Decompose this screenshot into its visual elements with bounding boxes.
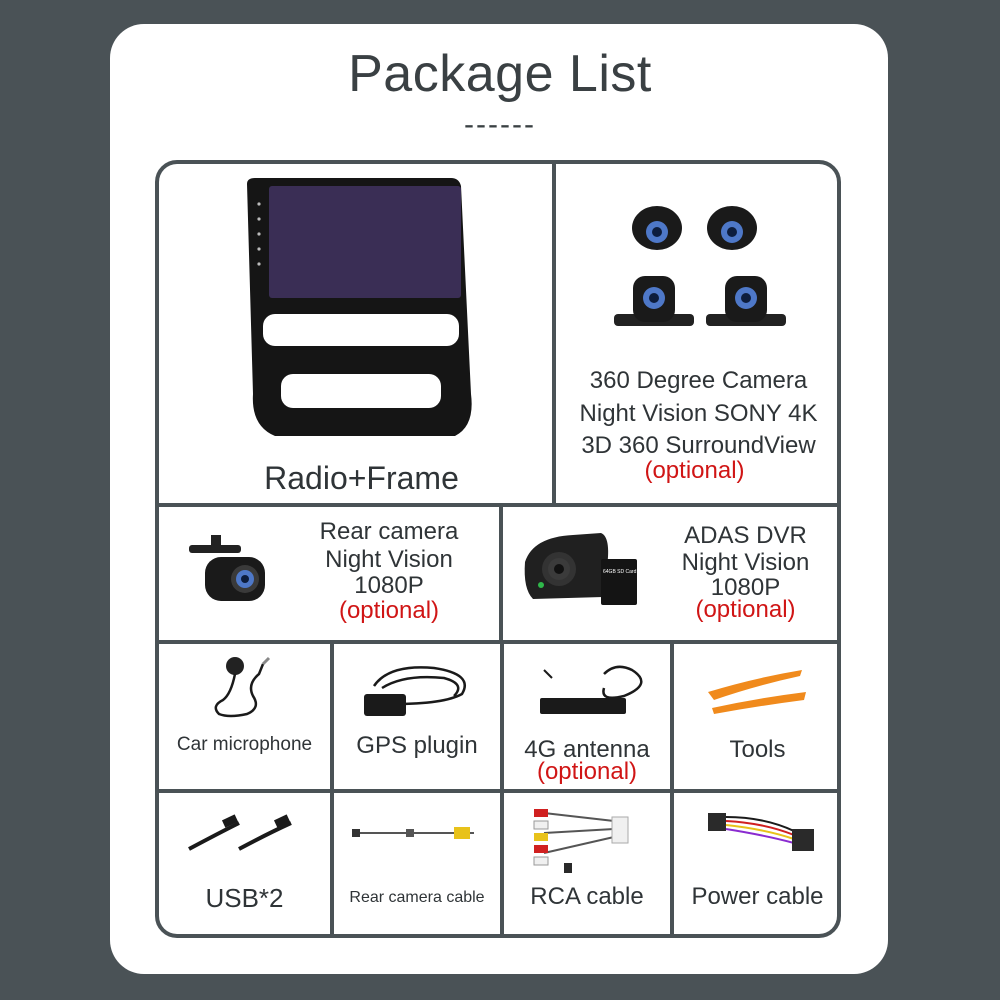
tools-image xyxy=(708,670,806,714)
4g-antenna-label: 4G antenna xyxy=(524,736,650,763)
rear-camera-optional: (optional) xyxy=(338,597,440,624)
radio-frame-image xyxy=(247,178,472,436)
gps-plugin-label: GPS plugin xyxy=(356,732,478,759)
rear-camera-line2: Night Vision xyxy=(325,546,453,573)
rear-camera-image xyxy=(189,535,265,601)
camera-360-image xyxy=(614,206,786,326)
4g-antenna-optional: (optional) xyxy=(536,758,638,785)
package-grid: Radio+Frame 360 Degree Camera xyxy=(155,160,841,938)
rca-cable-image xyxy=(533,809,629,873)
gps-image xyxy=(364,666,466,716)
adas-dvr-line1: ADAS DVR xyxy=(684,522,807,549)
item-360-camera: 360 Degree Camera Night Vision SONY 4K 3… xyxy=(556,164,837,503)
adas-dvr-line3: 1080P xyxy=(710,574,781,601)
usb-label: USB*2 xyxy=(205,883,284,913)
item-adas-dvr: 64GB SD Card ADAS DVR Night Vision 1080P… xyxy=(503,507,837,640)
item-power-cable: Power cable xyxy=(674,793,837,934)
camera-360-optional: (optional) xyxy=(644,457,745,484)
rear-camera-line1: Rear camera xyxy=(319,518,459,545)
radio-frame-label: Radio+Frame xyxy=(264,460,459,496)
item-rca-cable: RCA cable xyxy=(504,793,670,934)
rca-cable-label: RCA cable xyxy=(530,883,644,910)
dome-camera-icon xyxy=(632,206,682,250)
item-rear-camera: Rear camera Night Vision 1080P (optional… xyxy=(159,507,499,640)
antenna-image xyxy=(540,665,643,714)
tools-label: Tools xyxy=(729,736,786,763)
power-cable-image xyxy=(708,813,814,851)
rear-camera-cable-label: Rear camera cable xyxy=(349,889,485,906)
adas-dvr-image: 64GB SD Card xyxy=(524,533,637,605)
item-tools: Tools xyxy=(674,644,837,789)
page-title: Package List xyxy=(348,45,652,103)
item-4g-antenna: 4G antenna (optional) xyxy=(504,644,670,789)
adas-dvr-optional: (optional) xyxy=(695,596,796,623)
rear-camera-line3: 1080P xyxy=(354,572,424,599)
car-microphone-label: Car microphone xyxy=(176,734,313,755)
camera-360-line2: Night Vision SONY 4K xyxy=(579,400,818,427)
item-rear-camera-cable: Rear camera cable xyxy=(334,793,500,934)
camera-360-line1: 360 Degree Camera xyxy=(589,367,808,394)
rear-camera-cable-image xyxy=(352,827,474,839)
usb-cable-image xyxy=(188,814,292,851)
sd-card-text: 64GB SD Card xyxy=(603,569,637,575)
title-divider: ------ xyxy=(464,108,536,141)
item-radio-frame: Radio+Frame xyxy=(159,164,552,503)
item-gps-plugin: GPS plugin xyxy=(334,644,500,789)
microphone-image xyxy=(214,656,271,718)
item-usb: USB*2 xyxy=(159,793,330,934)
item-car-microphone: Car microphone xyxy=(159,644,330,789)
camera-360-line3: 3D 360 SurroundView xyxy=(581,432,816,459)
power-cable-label: Power cable xyxy=(691,883,824,910)
adas-dvr-line2: Night Vision xyxy=(681,549,810,576)
